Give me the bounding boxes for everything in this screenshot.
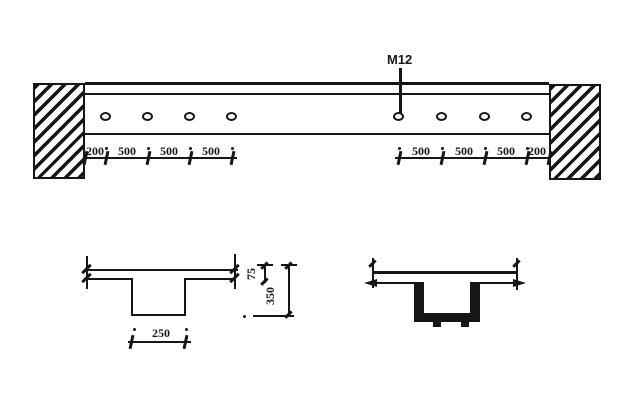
bolt-hole — [226, 112, 237, 121]
dim-label: 500 — [497, 144, 515, 158]
channel-foot — [461, 322, 469, 327]
depth-dim-label: 350 — [263, 287, 277, 305]
dim-tick — [260, 277, 269, 286]
dim-label: 500 — [455, 144, 473, 158]
trough-bottom-line — [131, 314, 186, 316]
trough-right-wall — [184, 278, 186, 316]
channel-foot — [433, 322, 441, 327]
slab-bottom-line — [373, 282, 416, 284]
dim-dot — [398, 147, 401, 150]
dim-dot — [243, 315, 246, 318]
left-dimension-line — [83, 157, 237, 159]
dim-dot — [526, 147, 529, 150]
extension-line — [86, 256, 88, 289]
dim-label: 200 — [86, 144, 104, 158]
beam-top-edge — [85, 82, 549, 85]
dim-label: 200 — [528, 144, 546, 158]
extension-line — [516, 258, 518, 290]
slab-top-line — [373, 271, 518, 274]
channel-left-wall — [414, 282, 424, 322]
bolt-hole — [142, 112, 153, 121]
dim-dot — [133, 328, 136, 331]
flange-dim-line — [264, 264, 266, 283]
width-dimension-line — [128, 341, 191, 343]
flange-dim-label: 75 — [244, 268, 258, 280]
dim-arrow-left — [364, 279, 377, 287]
dim-dot — [441, 147, 444, 150]
dim-label: 500 — [202, 144, 220, 158]
dim-dot — [185, 328, 188, 331]
right-dimension-line — [395, 157, 551, 159]
dim-label: 500 — [412, 144, 430, 158]
dim-label: 500 — [118, 144, 136, 158]
beam-flange-line — [85, 93, 549, 95]
leader-line — [399, 68, 402, 113]
dim-dot — [484, 147, 487, 150]
beam-bottom-edge — [85, 133, 549, 135]
channel-right-wall — [470, 282, 480, 322]
bolt-hole — [436, 112, 447, 121]
dim-dot — [189, 147, 192, 150]
right-support-wall — [549, 84, 601, 180]
bolt-hole — [393, 112, 404, 121]
slab-bottom-line — [185, 278, 236, 280]
slab-bottom-line — [88, 278, 132, 280]
depth-dim-line — [288, 264, 290, 317]
extension-line — [234, 254, 236, 289]
slab-top-line — [87, 269, 238, 271]
channel-bottom — [414, 313, 480, 322]
dim-dot — [105, 147, 108, 150]
slab-bottom-line — [478, 282, 518, 284]
dim-dot — [147, 147, 150, 150]
left-support-wall — [33, 83, 85, 179]
dim-label: 500 — [160, 144, 178, 158]
bolt-hole — [521, 112, 532, 121]
dim-dot — [231, 147, 234, 150]
bolt-hole — [184, 112, 195, 121]
bolt-hole — [479, 112, 490, 121]
depth-dim-base-line — [253, 315, 294, 317]
bolt-hole — [100, 112, 111, 121]
bolt-callout-label: M12 — [387, 52, 413, 67]
width-dim-label: 250 — [152, 326, 170, 340]
dim-arrow-right — [513, 279, 526, 287]
trough-left-wall — [131, 278, 133, 316]
